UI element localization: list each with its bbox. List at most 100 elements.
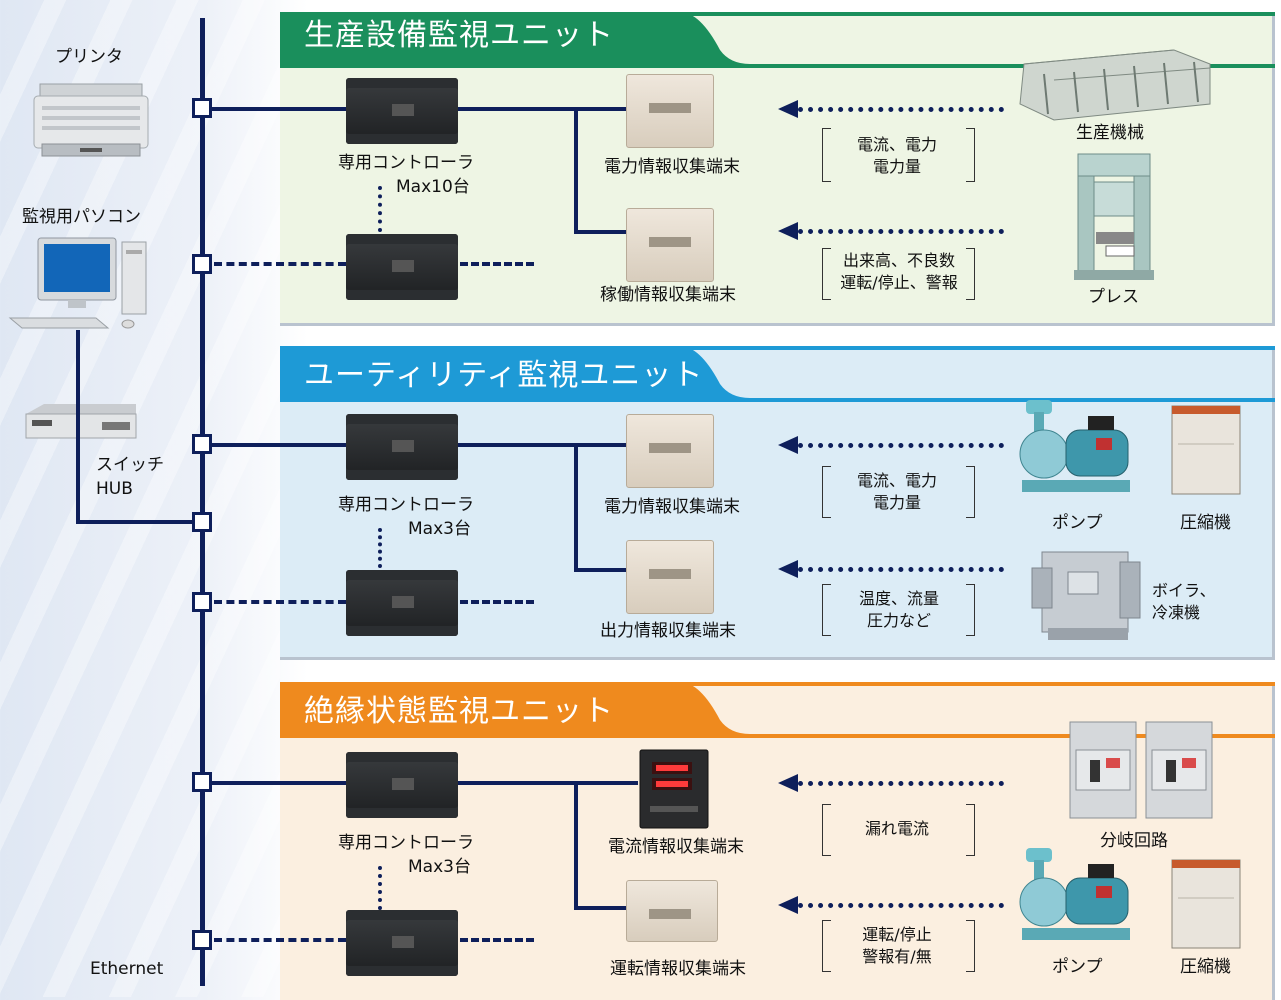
bracket bbox=[822, 466, 831, 518]
pc-link-horizontal bbox=[76, 520, 202, 524]
controller-max: Max3台 bbox=[408, 857, 471, 877]
current-meter-icon bbox=[639, 749, 709, 829]
network-port bbox=[192, 930, 212, 950]
arrow-head bbox=[778, 222, 798, 240]
network-port bbox=[192, 98, 212, 118]
terminal-label: 稼働情報収集端末 bbox=[600, 285, 736, 305]
link-line bbox=[212, 781, 346, 785]
link-line bbox=[458, 443, 628, 447]
pc-icon bbox=[8, 237, 147, 329]
arrow-head bbox=[778, 436, 798, 454]
controller-label: 専用コントローラ bbox=[338, 153, 474, 173]
dashed-link bbox=[214, 600, 346, 604]
signal-label: 出来高、不良数 運転/停止、警報 bbox=[840, 251, 958, 292]
controller-chain bbox=[378, 866, 382, 910]
terminal-icon bbox=[626, 880, 718, 942]
section-title: 生産設備監視ユニット bbox=[304, 18, 614, 53]
ethernet-bus bbox=[200, 18, 205, 986]
hub-label: HUB bbox=[96, 479, 133, 499]
signal-arrow bbox=[798, 781, 1004, 786]
bracket bbox=[966, 920, 975, 972]
equipment-label: プレス bbox=[1088, 287, 1139, 307]
printer-label: プリンタ bbox=[55, 47, 123, 67]
controller-icon bbox=[346, 414, 458, 480]
controller-max: Max3台 bbox=[408, 519, 471, 539]
controller-icon bbox=[346, 752, 458, 818]
terminal-icon bbox=[626, 540, 714, 614]
network-port bbox=[192, 512, 212, 532]
bracket bbox=[966, 804, 975, 856]
arrow-head bbox=[778, 100, 798, 118]
pump-icon bbox=[1019, 848, 1130, 940]
section-title: ユーティリティ監視ユニット bbox=[304, 358, 704, 393]
equipment-label: ポンプ bbox=[1052, 957, 1103, 977]
network-port bbox=[192, 254, 212, 274]
printer-icon bbox=[33, 83, 149, 157]
signal-arrow bbox=[798, 567, 1004, 572]
compressor-icon bbox=[1171, 405, 1241, 495]
signal-label: 電流、電力 電力量 bbox=[856, 471, 937, 512]
signal-arrow bbox=[798, 107, 1004, 112]
link-line bbox=[574, 781, 578, 909]
ethernet-label: Ethernet bbox=[90, 959, 164, 979]
controller-chain bbox=[378, 528, 382, 568]
link-line bbox=[212, 443, 346, 447]
breaker-icon bbox=[1069, 721, 1213, 819]
link-line bbox=[458, 107, 628, 111]
terminal-icon bbox=[626, 414, 714, 488]
terminal-label: 出力情報収集端末 bbox=[600, 621, 736, 641]
arrow-head bbox=[778, 774, 798, 792]
bracket bbox=[966, 128, 975, 182]
link-line bbox=[574, 230, 628, 234]
equipment-label: 生産機械 bbox=[1076, 123, 1144, 143]
compressor-icon bbox=[1171, 859, 1241, 949]
arrow-head bbox=[778, 896, 798, 914]
link-line bbox=[458, 781, 638, 785]
network-port bbox=[192, 592, 212, 612]
background-pattern bbox=[0, 0, 280, 997]
controller-icon bbox=[346, 910, 458, 976]
bracket bbox=[822, 128, 831, 182]
controller-chain bbox=[378, 186, 382, 232]
section-header-band bbox=[280, 682, 1275, 738]
controller-max: Max10台 bbox=[396, 177, 470, 197]
terminal-label: 電力情報収集端末 bbox=[604, 157, 740, 177]
terminal-label: 電流情報収集端末 bbox=[608, 837, 744, 857]
signal-label: 温度、流量 圧力など bbox=[858, 589, 939, 630]
signal-arrow bbox=[798, 443, 1004, 448]
signal-label: 電流、電力 電力量 bbox=[856, 135, 937, 176]
signal-label: 漏れ電流 bbox=[864, 819, 929, 838]
dashed-link bbox=[214, 938, 346, 942]
bracket bbox=[822, 920, 831, 972]
bracket bbox=[822, 584, 831, 636]
bracket bbox=[822, 804, 831, 856]
controller-icon bbox=[346, 78, 458, 144]
terminal-icon bbox=[626, 208, 714, 282]
dashed-link bbox=[460, 262, 534, 266]
terminal-label: 電力情報収集端末 bbox=[604, 497, 740, 517]
dashed-link bbox=[460, 600, 534, 604]
equipment-label: ボイラ、 冷凍機 bbox=[1152, 581, 1216, 622]
arrow-head bbox=[778, 560, 798, 578]
pc-link-vertical bbox=[76, 330, 80, 524]
link-line bbox=[574, 443, 578, 571]
link-line bbox=[574, 568, 628, 572]
dashed-link bbox=[460, 938, 534, 942]
equipment-label: 分岐回路 bbox=[1100, 831, 1168, 851]
boiler-icon bbox=[1031, 551, 1141, 640]
section-header-band bbox=[280, 12, 1275, 68]
link-line bbox=[574, 906, 628, 910]
controller-icon bbox=[346, 234, 458, 300]
bracket bbox=[966, 584, 975, 636]
bracket bbox=[822, 248, 831, 300]
network-port bbox=[192, 434, 212, 454]
terminal-icon bbox=[626, 74, 714, 148]
equipment-label: 圧縮機 bbox=[1180, 957, 1231, 977]
terminal-label: 運転情報収集端末 bbox=[610, 959, 746, 979]
switch-hub-icon bbox=[25, 404, 137, 439]
signal-arrow bbox=[798, 903, 1004, 908]
production-machine-icon bbox=[1019, 49, 1211, 121]
controller-label: 専用コントローラ bbox=[338, 495, 474, 515]
pump-icon bbox=[1019, 400, 1130, 492]
dashed-link bbox=[214, 262, 346, 266]
